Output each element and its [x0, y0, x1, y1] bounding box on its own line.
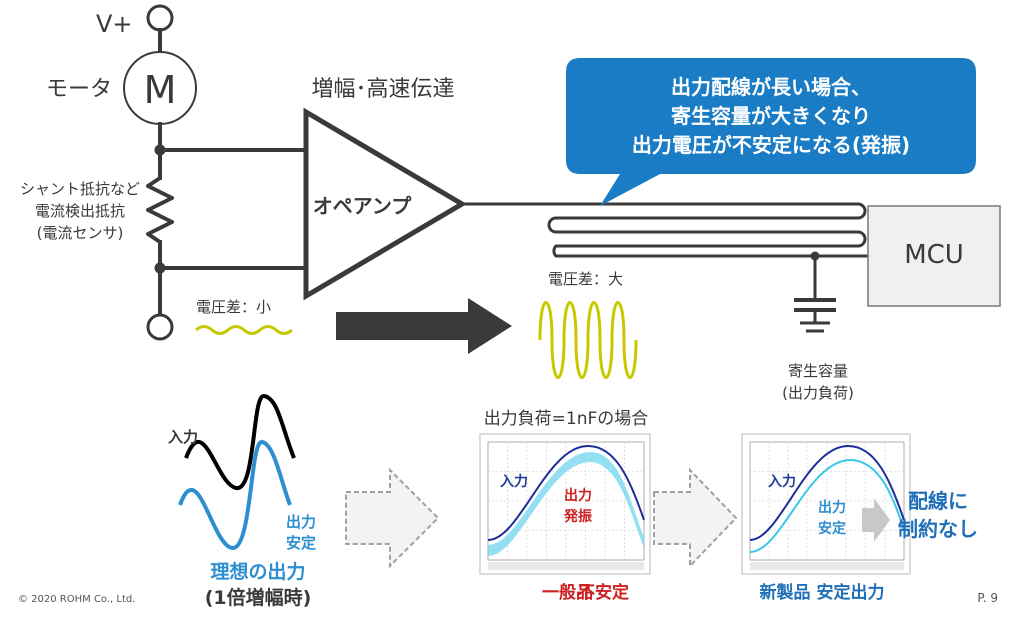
mcu-label: MCU — [904, 240, 964, 270]
vplus-label: V+ — [96, 10, 133, 38]
shunt-resistor — [146, 176, 174, 244]
small-diff-label: 電圧差：小 — [196, 298, 271, 316]
cap-junction-dot — [810, 251, 820, 261]
motor-label: モータ — [46, 77, 112, 102]
scope-new-input-label: 入力 — [768, 473, 796, 490]
scope-general-caption-1: 一般品 — [542, 582, 593, 603]
scope-new-statusbar — [750, 562, 904, 570]
copyright: © 2020 ROHM Co., Ltd. — [18, 594, 135, 605]
large-diff-label: 電圧差：大 — [548, 270, 623, 288]
scope-general-input-label: 入力 — [500, 473, 528, 490]
shunt-label-2: 電流検出抵抗 — [35, 202, 125, 220]
ideal-output-panel: 入力 出力 安定 理想の出力 (1倍増幅時) — [168, 393, 316, 609]
motor-letter: M — [144, 68, 177, 112]
ideal-caption-2: (1倍増幅時) — [205, 586, 312, 609]
scope-new-note-1: 配線に — [908, 489, 968, 513]
scope-general-input-trace — [487, 444, 645, 541]
cap-label-2: (出力負荷) — [782, 384, 854, 402]
scope-general-output-label-1: 出力 — [564, 487, 592, 504]
flow-arrow-1 — [345, 467, 440, 569]
ideal-input-wave — [184, 393, 296, 490]
scope-general-caption-2: 不安定 — [578, 582, 629, 603]
scope-title: 出力負荷=1nFの場合 — [484, 409, 649, 429]
scope-new-caption: 新製品 安定出力 — [760, 582, 885, 603]
ideal-output-wave — [178, 439, 292, 550]
ideal-input-label: 入力 — [168, 428, 198, 446]
amplify-arrow — [336, 298, 512, 354]
circuit-diagram: V+ M モータ シャント抵抗など 電流検出抵抗 (電流センサ) オペアンプ 増… — [20, 4, 1001, 402]
ideal-output-label-2: 安定 — [286, 534, 316, 552]
callout-line-1: 出力配線が長い場合、 — [671, 75, 871, 99]
scope-general-oscillation-band — [488, 451, 644, 556]
ideal-output-label-1: 出力 — [286, 513, 316, 531]
amp-title: 増幅･高速伝達 — [311, 77, 454, 102]
shunt-label-3: (電流センサ) — [37, 224, 124, 242]
scope-general: 入力 出力 発振 一般品 不安定 — [479, 433, 651, 603]
scope-new: 入力 出力 安定 配線に 制約なし 新製品 安定出力 — [741, 433, 978, 603]
callout-bubble: 出力配線が長い場合、 寄生容量が大きくなり 出力電圧が不安定になる(発振) — [566, 58, 976, 206]
page-number: P. 9 — [977, 591, 998, 605]
small-wave — [195, 325, 293, 335]
callout-shape — [566, 58, 976, 206]
scope-new-note-2: 制約なし — [898, 517, 978, 541]
scope-new-output-trace — [749, 458, 905, 553]
cap-label-1: 寄生容量 — [788, 362, 848, 380]
vplus-terminal — [146, 4, 174, 32]
large-wave — [538, 301, 638, 379]
flow-arrow-2 — [653, 467, 738, 569]
callout-line-2: 寄生容量が大きくなり — [671, 104, 871, 128]
opamp-label: オペアンプ — [313, 194, 413, 218]
output-wiring — [462, 202, 878, 261]
opamp-triangle — [303, 107, 467, 301]
callout-line-3: 出力電圧が不安定になる(発振) — [632, 133, 910, 157]
scope-general-output-label-2: 発振 — [563, 508, 592, 525]
shunt-label-1: シャント抵抗など — [20, 180, 140, 198]
mcu-box — [867, 205, 1001, 307]
scope-new-input-trace — [749, 444, 905, 541]
scope-new-output-label-1: 出力 — [818, 499, 846, 516]
ground-terminal — [146, 313, 174, 341]
scope-new-note-arrow-icon — [862, 498, 890, 542]
ideal-caption-1: 理想の出力 — [210, 560, 305, 583]
scope-general-statusbar — [488, 562, 644, 570]
scope-new-output-label-2: 安定 — [818, 520, 846, 537]
